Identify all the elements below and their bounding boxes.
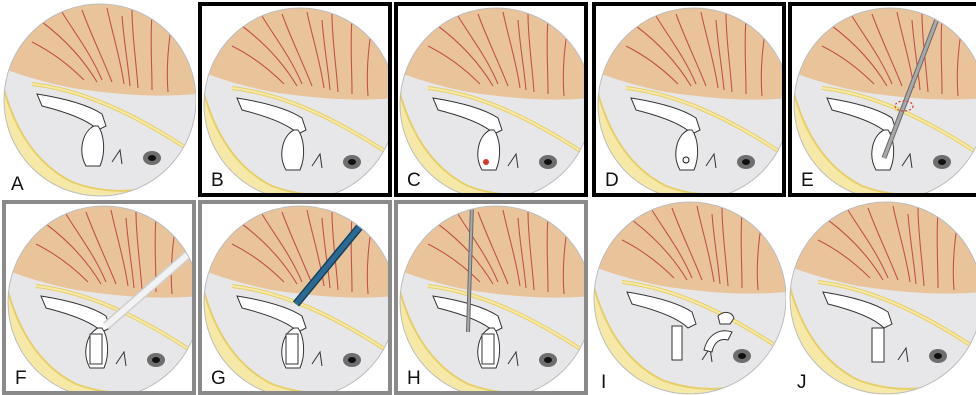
panel-label: A [11,175,24,194]
stapes-head [718,312,734,324]
microscope-view [398,6,588,197]
round-window-center [544,159,552,165]
microscope-view [398,204,588,395]
prosthesis-shaft [672,326,682,360]
microscope-view [6,204,196,395]
panel-h: H [394,200,588,395]
panel-i: I [592,200,786,395]
round-window-center [544,357,552,363]
panel-illustration [6,204,196,395]
panel-illustration [788,200,976,395]
round-window-center [348,159,356,165]
panel-j: J [788,200,976,395]
panel-a: A [2,2,196,197]
round-window-center [148,155,156,161]
microscope-view [202,204,392,395]
panel-illustration [596,6,786,197]
microscope-view [792,6,976,197]
prosthesis-shaft [90,334,102,364]
panel-label: D [605,171,619,190]
panel-label: J [797,373,807,392]
panel-label: E [801,171,814,190]
panel-illustration [2,2,196,197]
round-window-center [152,357,160,363]
prosthesis-shaft [872,328,884,362]
round-window-center [742,159,750,165]
panel-label: B [211,171,224,190]
panel-illustration [202,204,392,395]
panel-illustration [202,6,392,197]
panel-illustration [398,6,588,197]
round-window-center [348,357,356,363]
target-mark [483,159,489,165]
panel-label: I [601,373,606,392]
panel-e: E [788,2,976,197]
round-window-center [738,353,746,359]
panel-d: D [592,2,786,197]
microscope-view [596,6,786,197]
round-window-center [934,353,942,359]
panel-g: G [198,200,392,395]
panel-b: B [198,2,392,197]
round-window-center [938,159,946,165]
panel-label: G [211,369,226,388]
panel-f: F [2,200,196,395]
panel-illustration [398,204,588,395]
panel-illustration [792,6,976,197]
panel-label: F [15,369,27,388]
microscope-view [202,6,392,197]
panel-illustration [592,200,786,395]
panel-c: C [394,2,588,197]
panel-label: H [407,369,421,388]
panel-label: C [407,171,421,190]
microscope-view [788,200,976,395]
prosthesis-shaft [482,334,494,364]
prosthesis-shaft [286,334,298,364]
